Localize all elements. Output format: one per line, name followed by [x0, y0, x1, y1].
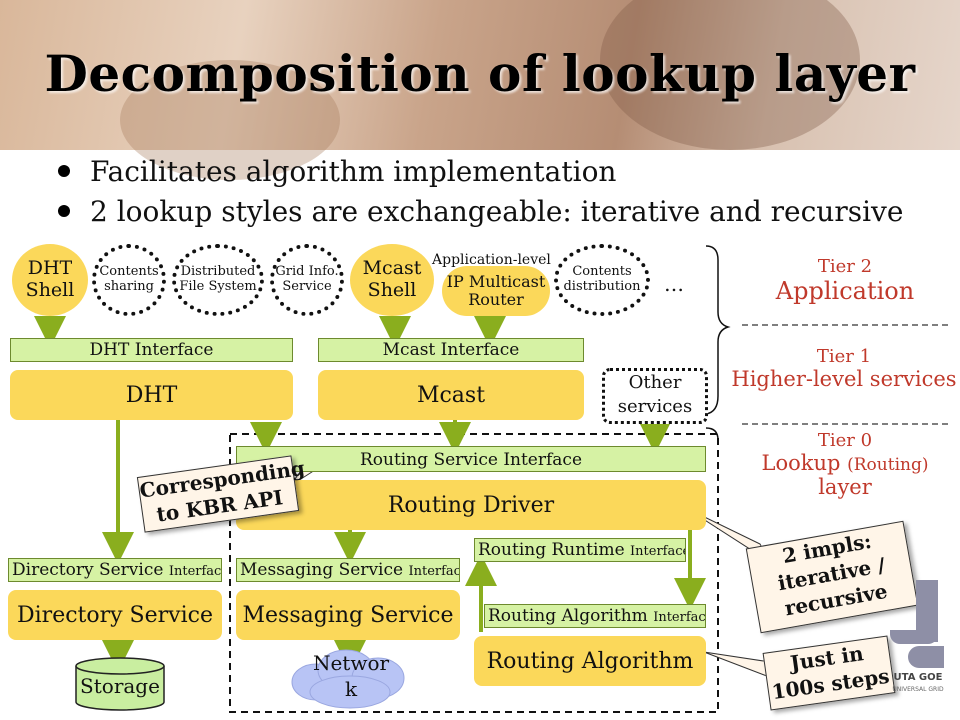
tier2-label: Tier 2 Application: [775, 256, 915, 305]
tier-brace: [705, 427, 719, 441]
dht-component: DHT: [10, 370, 293, 420]
mcast-interface: Mcast Interface: [318, 338, 584, 362]
title-banner: [0, 0, 960, 180]
routing-algorithm: Routing Algorithm: [474, 636, 706, 686]
bullet-icon: [58, 204, 70, 217]
routing-runtime-interface: Routing Runtime Interface: [474, 538, 686, 562]
more-apps-ellipsis: …: [664, 272, 684, 296]
banner-texture: [120, 60, 340, 180]
routing-service-interface: Routing Service Interface: [236, 446, 706, 472]
logo-mark: [890, 630, 938, 644]
grid-info-service-app: Grid Info.Service: [270, 244, 344, 316]
page-title: Decomposition of lookup layer: [44, 44, 916, 103]
logo-subtext: UNIVERSAL GRID: [892, 686, 944, 693]
logo-mark: [916, 580, 938, 642]
storage-label: Storage: [80, 674, 160, 698]
logo-mark: [908, 646, 944, 668]
storage-cylinder: [75, 657, 165, 711]
tier0-boundary: [229, 433, 719, 713]
bullet-list: Facilitates algorithm implementation 2 l…: [58, 152, 903, 232]
routing-driver: Routing Driver: [236, 480, 706, 530]
network-cloud: [291, 649, 405, 709]
messaging-service-interface: Messaging Service Interface: [236, 558, 460, 582]
directory-service-interface: Directory Service Interface: [8, 558, 222, 582]
tier1-label: Tier 1 Higher-level services: [731, 346, 957, 391]
bullet-icon: [58, 164, 70, 177]
routing-algorithm-interface: Routing Algorithm Interface: [484, 604, 706, 628]
bullet-item: Facilitates algorithm implementation: [58, 152, 903, 192]
dht-interface: DHT Interface: [10, 338, 293, 362]
bullet-item: 2 lookup styles are exchangeable: iterat…: [58, 192, 903, 232]
tier0-label: Tier 0 Lookup (Routing) layer: [761, 430, 929, 499]
messaging-service: Messaging Service: [236, 590, 460, 640]
directory-service: Directory Service: [8, 590, 222, 640]
ip-multicast-caption: Application-level: [432, 252, 551, 268]
ugoe-logo: UTA GOE UNIVERSAL GRID: [886, 580, 950, 706]
tier-brace: [705, 245, 731, 415]
logo-text: UTA GOE: [893, 672, 943, 683]
callout-pointer: [703, 651, 773, 679]
mcast-component: Mcast: [318, 370, 584, 420]
banner-texture: [600, 0, 860, 150]
